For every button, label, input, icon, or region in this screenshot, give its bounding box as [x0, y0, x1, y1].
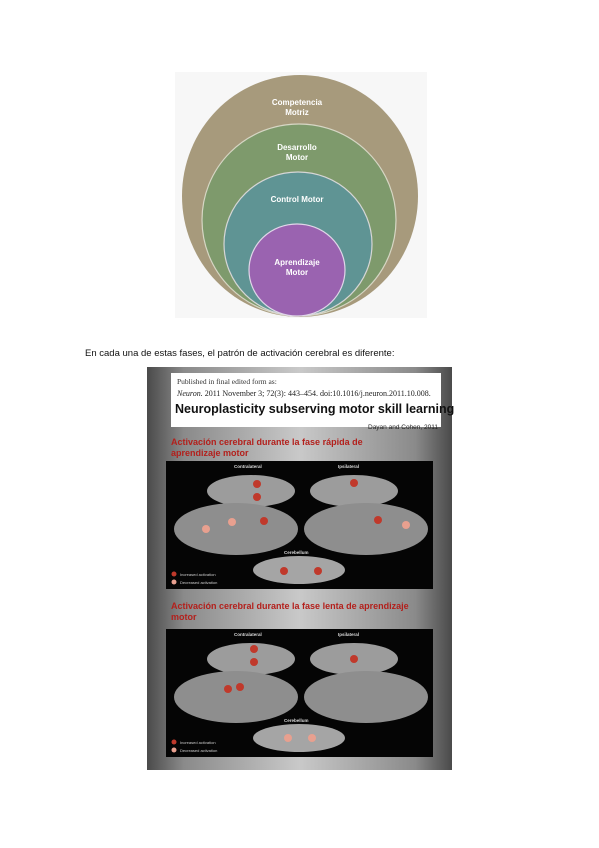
- slow-activation-spot: [350, 655, 358, 663]
- level-label-desarrollo: Desarrollo: [277, 143, 317, 152]
- slow-phase-panel: Contralateral Ipsilateral Cerebellum Inc…: [166, 629, 433, 757]
- fast-contralateral-label: Contralateral: [234, 464, 262, 469]
- fast-deactivation-spot: [202, 525, 210, 533]
- published-line: Published in final edited form as:: [177, 377, 277, 386]
- fast-legend-decreased: Decreased activation: [180, 580, 218, 585]
- slow-activation-spot: [236, 683, 244, 691]
- fast-medial-brain-left: [207, 475, 295, 507]
- slow-medial-brain-left: [207, 643, 295, 675]
- fast-phase-title: Activación cerebral durante la fase rápi…: [171, 437, 363, 458]
- slow-brain-images: [171, 643, 428, 753]
- slow-activation-spot: [250, 658, 258, 666]
- circle-aprendizaje-motor: [248, 223, 346, 317]
- journal-name: Neuron.: [177, 389, 203, 398]
- fast-legend-decreased-marker: [171, 579, 177, 585]
- citation-text: 2011 November 3; 72(3): 443–454. doi:10.…: [202, 389, 431, 398]
- fast-ipsilateral-label: Ipsilateral: [338, 464, 360, 469]
- slow-deactivation-spot: [308, 734, 316, 742]
- fast-activation-spot: [350, 479, 358, 487]
- slow-contralateral-label: Contralateral: [234, 632, 262, 637]
- level-label-desarrollo-2: Motor: [286, 153, 308, 162]
- slow-activation-spot: [224, 685, 232, 693]
- slow-ipsilateral-label: Ipsilateral: [338, 632, 360, 637]
- slow-lateral-brain-right: [304, 671, 428, 723]
- level-label-control: Control Motor: [271, 195, 324, 204]
- slow-legend-decreased-marker: [171, 747, 177, 753]
- slow-legend-increased-marker: [171, 739, 177, 745]
- slow-cerebellum: [253, 724, 345, 752]
- slow-legend-increased: Increased activation: [180, 740, 216, 745]
- fast-activation-spot: [374, 516, 382, 524]
- fast-activation-spot: [314, 567, 322, 575]
- fast-medial-brain-right: [310, 475, 398, 507]
- level-label-aprendizaje-2: Motor: [286, 268, 308, 277]
- publication-header: Published in final edited form as: Neuro…: [171, 373, 454, 427]
- fast-activation-spot: [260, 517, 268, 525]
- fast-lateral-brain-left: [174, 503, 298, 555]
- slow-cerebellum-label: Cerebellum: [284, 718, 309, 723]
- citation-line: Neuron. 2011 November 3; 72(3): 443–454.…: [177, 389, 431, 398]
- caption-text: En cada una de estas fases, el patrón de…: [85, 348, 395, 359]
- motor-levels-diagram: Competencia Motriz Desarrollo Motor Cont…: [175, 72, 427, 318]
- fast-lateral-brain-right: [304, 503, 428, 555]
- fast-legend-increased-marker: [171, 571, 177, 577]
- fast-legend-increased: Increased activation: [180, 572, 216, 577]
- article-title: Neuroplasticity subserving motor skill l…: [175, 402, 455, 416]
- fast-activation-spot: [280, 567, 288, 575]
- fast-activation-spot: [253, 480, 261, 488]
- slow-activation-spot: [250, 645, 258, 653]
- figure-credit: Dayan and Cohen, 2011: [368, 424, 438, 431]
- slow-legend-decreased: Decreased activation: [180, 748, 218, 753]
- fast-cerebellum-label: Cerebellum: [284, 550, 309, 555]
- fast-brain-images: [171, 475, 428, 585]
- slow-phase-title: Activación cerebral durante la fase lent…: [171, 601, 409, 622]
- level-label-aprendizaje: Aprendizaje: [274, 258, 320, 267]
- fast-deactivation-spot: [228, 518, 236, 526]
- fast-cerebellum: [253, 556, 345, 584]
- fast-phase-panel: Contralateral Ipsilateral Cerebellum Inc…: [166, 461, 433, 589]
- fast-deactivation-spot: [402, 521, 410, 529]
- slow-lateral-brain-left: [174, 671, 298, 723]
- fast-activation-spot: [253, 493, 261, 501]
- brain-activation-figure: Published in final edited form as: Neuro…: [147, 367, 454, 770]
- level-label-competencia-2: Motriz: [285, 108, 309, 117]
- level-label-competencia: Competencia: [272, 98, 323, 107]
- slow-deactivation-spot: [284, 734, 292, 742]
